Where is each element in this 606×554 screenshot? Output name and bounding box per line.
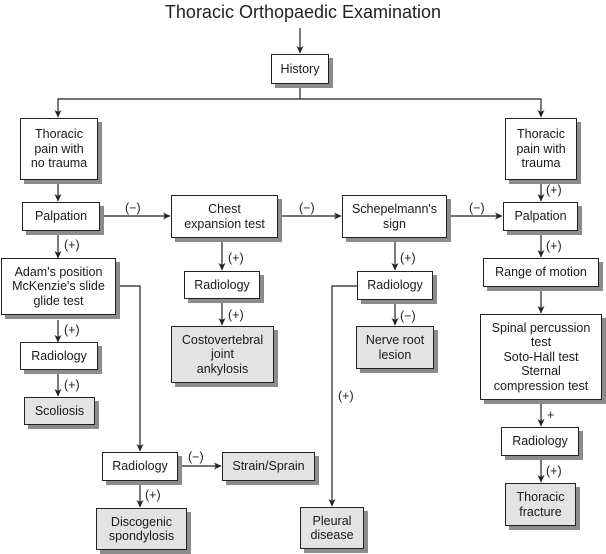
edge-radiology-pleural xyxy=(328,285,357,507)
label-radiology-discogenic-pos: (+) xyxy=(145,488,161,502)
node-thoracic-fracture: Thoracic fracture xyxy=(505,483,576,526)
node-nerve-root-lesion: Nerve root lesion xyxy=(356,326,434,369)
node-radiology-schepelmann: Radiology xyxy=(357,271,433,300)
node-strain-sprain: Strain/Sprain xyxy=(222,452,315,481)
label-adams-radiology-pos: (+) xyxy=(64,323,80,337)
node-palpation-right: Palpation xyxy=(503,202,578,231)
node-pleural-disease: Pleural disease xyxy=(300,507,364,549)
label-palpation-rom-pos: (+) xyxy=(546,239,562,253)
diagram-title: Thoracic Orthopaedic Examination xyxy=(164,2,442,22)
label-radiology-strain-neg: (−) xyxy=(188,450,204,464)
node-scoliosis: Scoliosis xyxy=(24,397,95,425)
label-palpation-chest-neg: (−) xyxy=(125,201,141,215)
node-radiology-chest: Radiology xyxy=(184,271,260,299)
label-radiology-nerve-neg: (−) xyxy=(400,309,416,323)
label-palpation-adams-pos: (+) xyxy=(64,238,80,252)
node-adams-mckenzie-test: Adam's position McKenzie's slide glide t… xyxy=(1,258,116,315)
node-discogenic-spondylosis: Discogenic spondylosis xyxy=(96,508,187,550)
label-radiology-scoliosis-pos: (+) xyxy=(64,378,80,392)
node-thoracic-pain-trauma: Thoracic pain with trauma xyxy=(505,118,577,180)
node-thoracic-pain-no-trauma: Thoracic pain with no trauma xyxy=(20,118,98,180)
node-radiology-adams: Radiology xyxy=(20,342,98,370)
label-chest-schep-neg: (−) xyxy=(299,201,315,215)
node-radiology-lower: Radiology xyxy=(102,452,178,481)
label-schep-radiology-pos: (+) xyxy=(400,251,416,265)
label-radiology-fracture-pos: (+) xyxy=(546,464,562,478)
label-trauma-palpation-pos: (+) xyxy=(546,183,562,197)
node-history: History xyxy=(271,54,329,84)
edge-adams-radiology-lower xyxy=(116,285,144,452)
label-radiology-costo-pos: (+) xyxy=(228,308,244,322)
edge-split-right xyxy=(300,98,545,118)
node-costovertebral-joint-ankylosis: Costovertebral joint ankylosis xyxy=(171,326,274,383)
edge-split-left xyxy=(54,98,300,118)
node-range-of-motion: Range of motion xyxy=(483,258,599,287)
node-palpation-left: Palpation xyxy=(22,202,100,231)
node-schepelmanns-sign: Schepelmann's sign xyxy=(342,195,447,238)
label-schep-palpation-neg: (−) xyxy=(469,201,485,215)
label-spinal-radiology-plus: + xyxy=(547,408,555,422)
node-spinal-percussion-tests: Spinal percussion test Soto-Hall test St… xyxy=(480,314,602,400)
label-radiology-pleural-pos: (+) xyxy=(338,389,354,403)
node-chest-expansion-test: Chest expansion test xyxy=(171,195,278,238)
node-radiology-trauma: Radiology xyxy=(501,427,579,456)
label-chest-radiology-pos: (+) xyxy=(228,251,244,265)
